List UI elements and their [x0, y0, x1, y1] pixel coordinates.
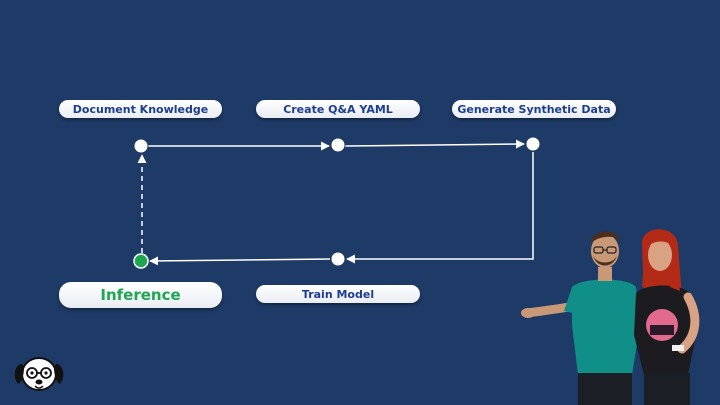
step-label: Generate Synthetic Data — [457, 102, 611, 116]
node-create-qa-yaml — [330, 137, 346, 153]
presenter-characters-illustration — [521, 229, 700, 405]
woman-character — [634, 229, 700, 405]
step-inference: Inference — [59, 282, 222, 308]
node-generate-synthetic-data — [525, 136, 541, 152]
node-document-knowledge — [133, 138, 149, 154]
connector-train-to-inference — [149, 256, 331, 266]
man-character — [521, 231, 640, 405]
step-label: Train Model — [301, 287, 375, 301]
node-inference — [133, 253, 149, 269]
node-train-model — [330, 251, 346, 267]
step-document-knowledge: Document Knowledge — [59, 100, 222, 118]
step-label: Inference — [100, 286, 181, 304]
step-train-model: Train Model — [256, 285, 420, 303]
connector-generate-to-train — [346, 152, 534, 264]
dog-face-icon — [14, 357, 64, 391]
step-generate-synthetic-data: Generate Synthetic Data — [452, 100, 616, 118]
step-label: Document Knowledge — [72, 102, 209, 116]
step-label: Create Q&A YAML — [283, 102, 393, 116]
connector-yaml-to-generate — [344, 139, 525, 149]
step-create-qa-yaml: Create Q&A YAML — [256, 100, 420, 118]
